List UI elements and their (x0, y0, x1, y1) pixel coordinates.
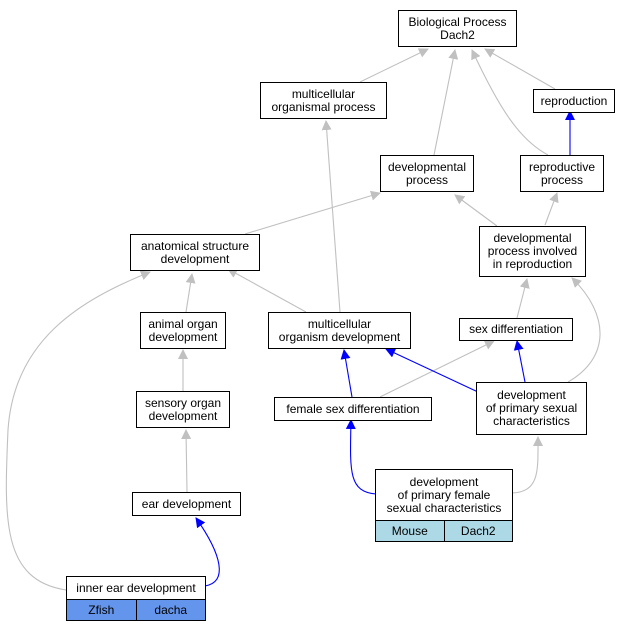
node-label-line: developmental (387, 159, 467, 174)
node-label-line: process (540, 172, 584, 187)
table-node-header: inner ear development (67, 577, 205, 600)
edge-asd-to-devproc (244, 190, 381, 235)
node-development-of-primary-sexual-characteristics[interactable]: development of primary sexual characteri… (476, 382, 587, 435)
edge-devproc-to-bp (433, 49, 459, 156)
node-ear-development[interactable]: ear development (132, 492, 241, 516)
node-label-line: development (497, 388, 566, 402)
node-label-line: reproduction (540, 93, 608, 108)
edge-aod-to-asd (185, 273, 196, 313)
node-label-line: organismal process (271, 99, 376, 114)
node-female-sex-differentiation[interactable]: female sex differentiation (274, 397, 432, 421)
node-reproductive-process[interactable]: reproductive process (520, 155, 604, 192)
node-multicellular-organism-development[interactable]: multicellular organism development (268, 312, 411, 349)
node-label-line: inner ear development (76, 580, 196, 595)
node-development-of-primary-female-sexual-characteristics[interactable]: development of primary female sexual cha… (375, 469, 513, 542)
node-label-line: in reproduction (492, 257, 573, 271)
gene-cell: dacha (135, 600, 205, 620)
node-label-line: development (148, 329, 218, 344)
node-anatomical-structure-development[interactable]: anatomical structure development (130, 234, 260, 271)
edge-ied-to-asd (5, 270, 151, 591)
edge-mod-to-mop (321, 120, 341, 313)
node-label-line: multicellular (307, 316, 372, 331)
node-inner-ear-development[interactable]: inner ear development Zfish dacha (66, 576, 206, 621)
edge-ear-to-sod (181, 429, 192, 493)
node-label-line: female sex differentiation (286, 401, 420, 416)
edge-dpfsc-to-dpsc (511, 436, 544, 494)
node-label-line: sex differentiation (469, 322, 563, 336)
edge-dpsc-to-mod (385, 348, 479, 393)
node-label-line: development (148, 408, 218, 423)
table-node-header: development of primary female sexual cha… (376, 470, 512, 521)
species-annotation-row: Zfish dacha (67, 600, 205, 620)
node-multicellular-organismal-process[interactable]: multicellular organismal process (260, 82, 387, 119)
node-label-line: development (409, 474, 479, 489)
edge-ied-to-ear (195, 517, 220, 587)
node-label-line: animal organ (148, 316, 218, 331)
node-label-line: Biological Process (408, 14, 507, 29)
gene-cell: Dach2 (443, 521, 512, 541)
species-annotation-row: Mouse Dach2 (376, 521, 512, 541)
node-biological-process[interactable]: Biological Process Dach2 (398, 10, 517, 47)
species-cell: Zfish (67, 600, 136, 620)
node-label-line: process (405, 172, 449, 187)
edge-dpsc-to-sexdiff (513, 340, 526, 383)
edge-dpsc-to-dpir (567, 277, 601, 383)
node-label-line: sexual characteristics (386, 500, 502, 515)
node-label-line: Dach2 (440, 27, 475, 42)
node-animal-organ-development[interactable]: animal organ development (140, 312, 226, 349)
edge-repro-to-bp (484, 48, 556, 90)
edge-dpir-to-devproc (454, 194, 498, 227)
node-label-line: of primary sexual (485, 401, 578, 415)
edge-fsd-to-sexdiff (379, 340, 495, 398)
node-developmental-process-involved-in-reproduction[interactable]: developmental process involved in reprod… (479, 226, 586, 277)
edge-mod-to-asd (227, 268, 307, 313)
node-label-line: ear development (141, 496, 232, 511)
node-label-line: organism development (278, 329, 401, 344)
node-label-line: development (160, 251, 230, 266)
node-label-line: sensory organ (144, 395, 222, 410)
node-label-line: of primary female (397, 487, 491, 502)
edge-sexdiff-to-dpir (516, 278, 530, 319)
edge-dpir-to-reproproc (544, 192, 559, 226)
node-sex-differentiation[interactable]: sex differentiation (459, 318, 573, 341)
node-label-line: anatomical structure (140, 238, 250, 253)
node-label-line: reproductive (528, 159, 596, 174)
node-label-line: multicellular (291, 86, 356, 101)
node-sensory-organ-development[interactable]: sensory organ development (136, 391, 230, 428)
species-cell: Mouse (376, 521, 444, 541)
edge-fsd-to-mod (340, 349, 353, 398)
node-label-line: developmental (493, 231, 572, 245)
edge-dpfsc-to-fsd (345, 419, 377, 495)
node-label-line: process involved (487, 244, 578, 258)
edge-reproproc-to-bp (471, 49, 549, 156)
node-label-line: characteristics (493, 414, 570, 428)
node-reproduction[interactable]: reproduction (533, 89, 615, 113)
edge-mop-to-bp (359, 48, 429, 83)
node-developmental-process[interactable]: developmental process (380, 155, 474, 192)
